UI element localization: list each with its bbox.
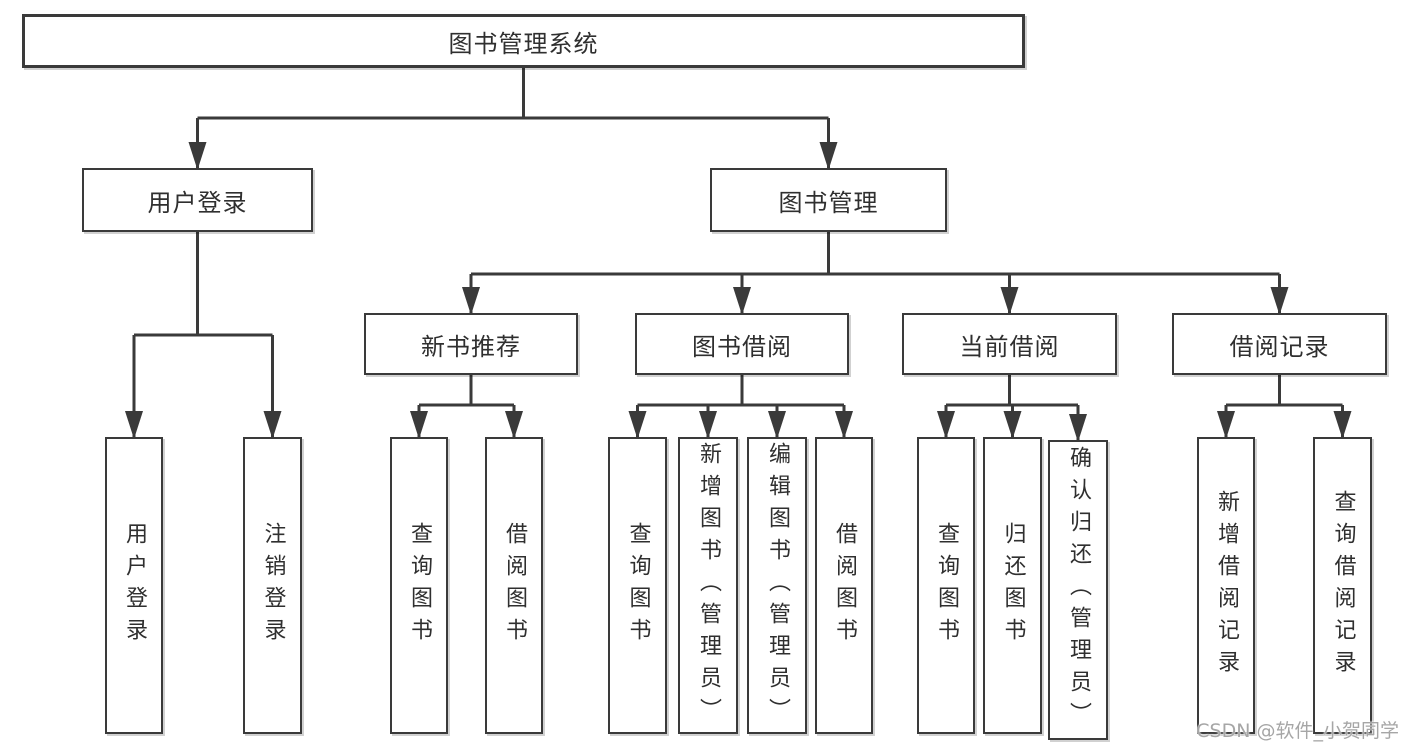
node-label-cur-query: 查询图书 <box>934 521 959 650</box>
connector-root <box>196 68 830 168</box>
arrowhead-icon <box>1069 414 1087 442</box>
node-borrow-add: 新增图书（管理员） <box>678 437 738 734</box>
node-label-rec-query: 查询图书 <box>407 521 432 650</box>
arrowhead-icon <box>1003 411 1022 439</box>
node-label-borrow-edit: 编辑图书（管理员） <box>765 441 790 730</box>
node-rec-borrow: 借阅图书 <box>485 437 543 734</box>
arrowhead-icon <box>819 142 838 170</box>
node-cur-query: 查询图书 <box>917 437 975 734</box>
node-borrow-query: 查询图书 <box>608 437 667 734</box>
arrowhead-icon <box>699 411 717 439</box>
node-label-mgmt: 图书管理 <box>778 188 879 217</box>
connector-login <box>132 232 274 437</box>
node-label-recd-add: 新增借阅记录 <box>1214 489 1239 682</box>
arrowhead-icon <box>937 411 955 439</box>
node-records: 借阅记录 <box>1172 313 1387 375</box>
node-cur-return: 归还图书 <box>983 437 1042 734</box>
arrowhead-icon <box>1217 411 1235 439</box>
node-label-recd-query: 查询借阅记录 <box>1330 489 1356 682</box>
node-login-logout: 注销登录 <box>243 437 302 734</box>
arrowhead-icon <box>1333 411 1352 439</box>
arrowhead-icon <box>768 411 786 439</box>
connector-rec <box>417 375 516 437</box>
arrowhead-icon <box>125 411 143 439</box>
arrowhead-icon <box>1270 287 1289 315</box>
node-label-borrow: 图书借阅 <box>692 332 792 361</box>
connector-borrow <box>636 375 846 437</box>
arrowhead-icon <box>505 411 523 439</box>
node-label-cur-confirm: 确认归还（管理员） <box>1066 446 1091 734</box>
node-label-login: 用户登录 <box>147 188 248 217</box>
connector-records <box>1224 375 1344 437</box>
arrowhead-icon <box>628 411 647 439</box>
node-login: 用户登录 <box>82 168 313 232</box>
node-cur-confirm: 确认归还（管理员） <box>1048 440 1108 740</box>
node-label-borrow-query: 查询图书 <box>625 521 651 650</box>
arrowhead-icon <box>263 411 282 439</box>
node-root: 图书管理系统 <box>22 14 1025 68</box>
node-login-login: 用户登录 <box>105 437 163 734</box>
node-label-cur-return: 归还图书 <box>1000 521 1026 650</box>
node-label-login-logout: 注销登录 <box>260 521 286 650</box>
node-label-login-login: 用户登录 <box>122 521 147 650</box>
node-label-rec: 新书推荐 <box>421 332 521 361</box>
arrowhead-icon <box>1000 287 1019 315</box>
node-current: 当前借阅 <box>902 313 1117 375</box>
node-recd-add: 新增借阅记录 <box>1197 437 1255 734</box>
node-borrow-borrow: 借阅图书 <box>815 437 873 734</box>
connector-mgmt <box>469 232 1281 313</box>
node-label-records: 借阅记录 <box>1229 332 1330 361</box>
node-label-root: 图书管理系统 <box>448 29 599 58</box>
node-recd-query: 查询借阅记录 <box>1313 437 1372 734</box>
arrowhead-icon <box>410 411 428 439</box>
node-mgmt: 图书管理 <box>710 168 947 232</box>
node-label-borrow-add: 新增图书（管理员） <box>696 441 721 730</box>
arrowhead-icon <box>835 411 853 439</box>
node-borrow: 图书借阅 <box>635 313 849 375</box>
node-label-borrow-borrow: 借阅图书 <box>832 521 857 650</box>
node-label-rec-borrow: 借阅图书 <box>502 521 527 650</box>
arrowhead-icon <box>462 287 480 315</box>
node-rec: 新书推荐 <box>364 313 578 375</box>
node-rec-query: 查询图书 <box>390 437 448 734</box>
arrowhead-icon <box>733 287 751 315</box>
arrowhead-icon <box>188 142 207 170</box>
node-label-current: 当前借阅 <box>959 332 1060 361</box>
node-borrow-edit: 编辑图书（管理员） <box>747 437 807 734</box>
